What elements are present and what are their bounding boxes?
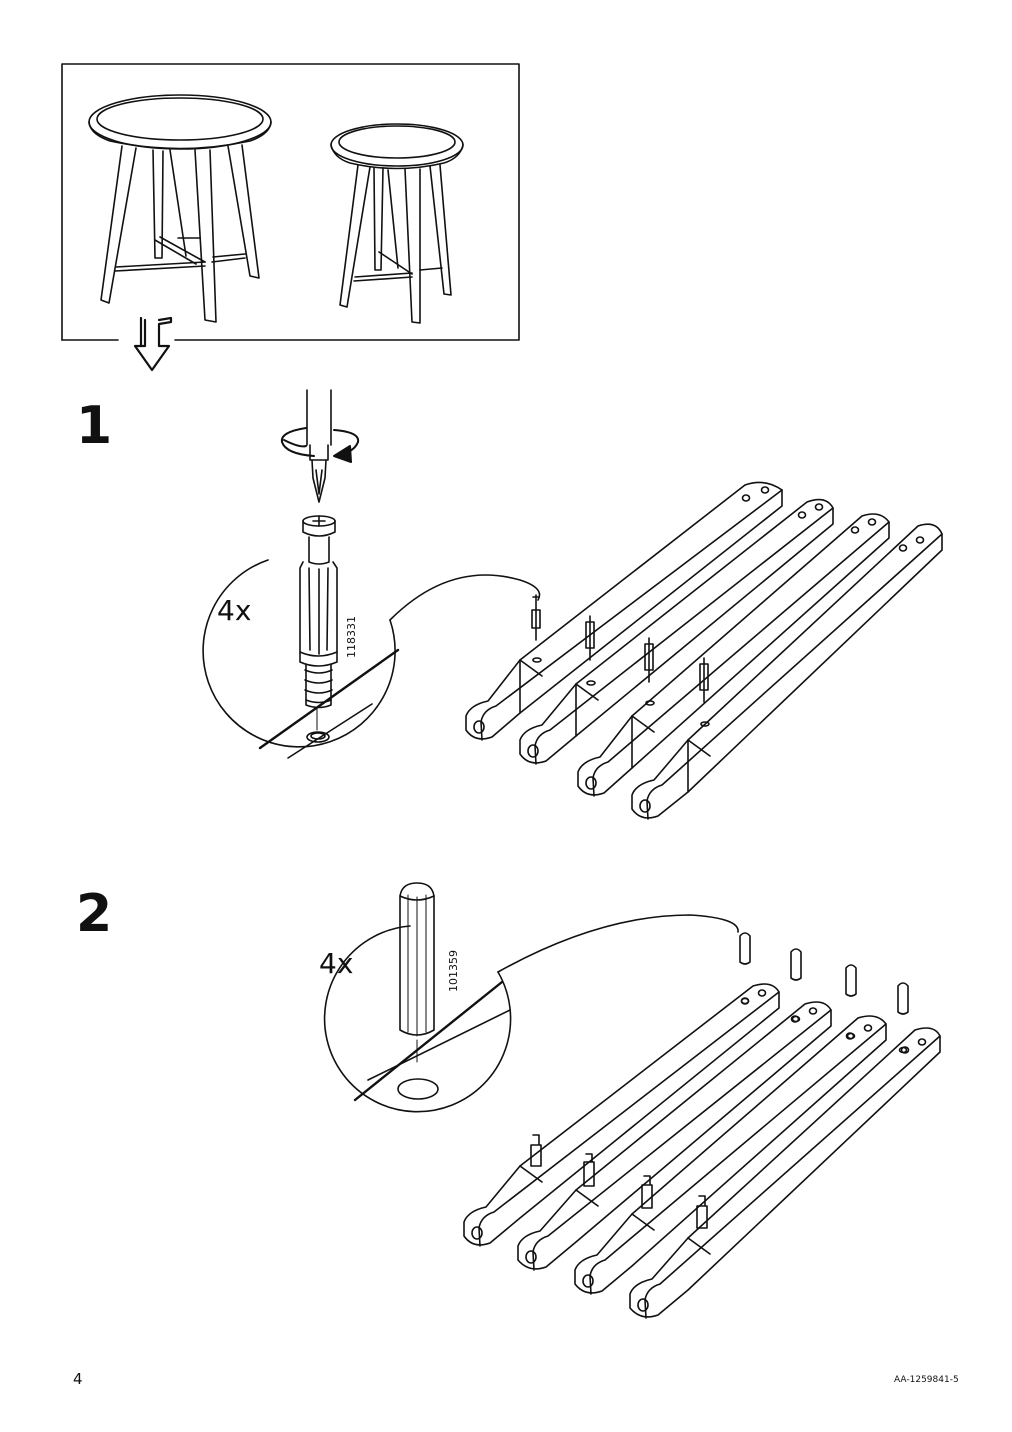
dowel-screw-icon [300,516,337,742]
tall-stool-illustration [89,95,271,322]
quantity-label-2: 4x [319,947,354,980]
step-number-2: 2 [76,884,113,944]
wooden-dowel-icon [398,883,438,1099]
detail-magnifier-1 [203,560,539,758]
short-stool-illustration [331,124,463,323]
document-code: AA-1259841-5 [894,1375,959,1385]
page-number: 4 [73,1370,83,1388]
stool-legs-step1 [466,482,942,819]
next-step-arrow-icon [135,318,171,370]
part-number-2: 101359 [447,950,460,992]
screwdriver-icon [307,390,331,502]
stool-legs-step2 [464,933,940,1318]
step-number-1: 1 [76,396,113,456]
detail-magnifier-2 [325,915,739,1112]
rotate-clockwise-icon [282,428,358,462]
quantity-label-1: 4x [217,594,252,627]
overview-panel [62,64,519,340]
part-number-1: 118331 [345,616,358,658]
